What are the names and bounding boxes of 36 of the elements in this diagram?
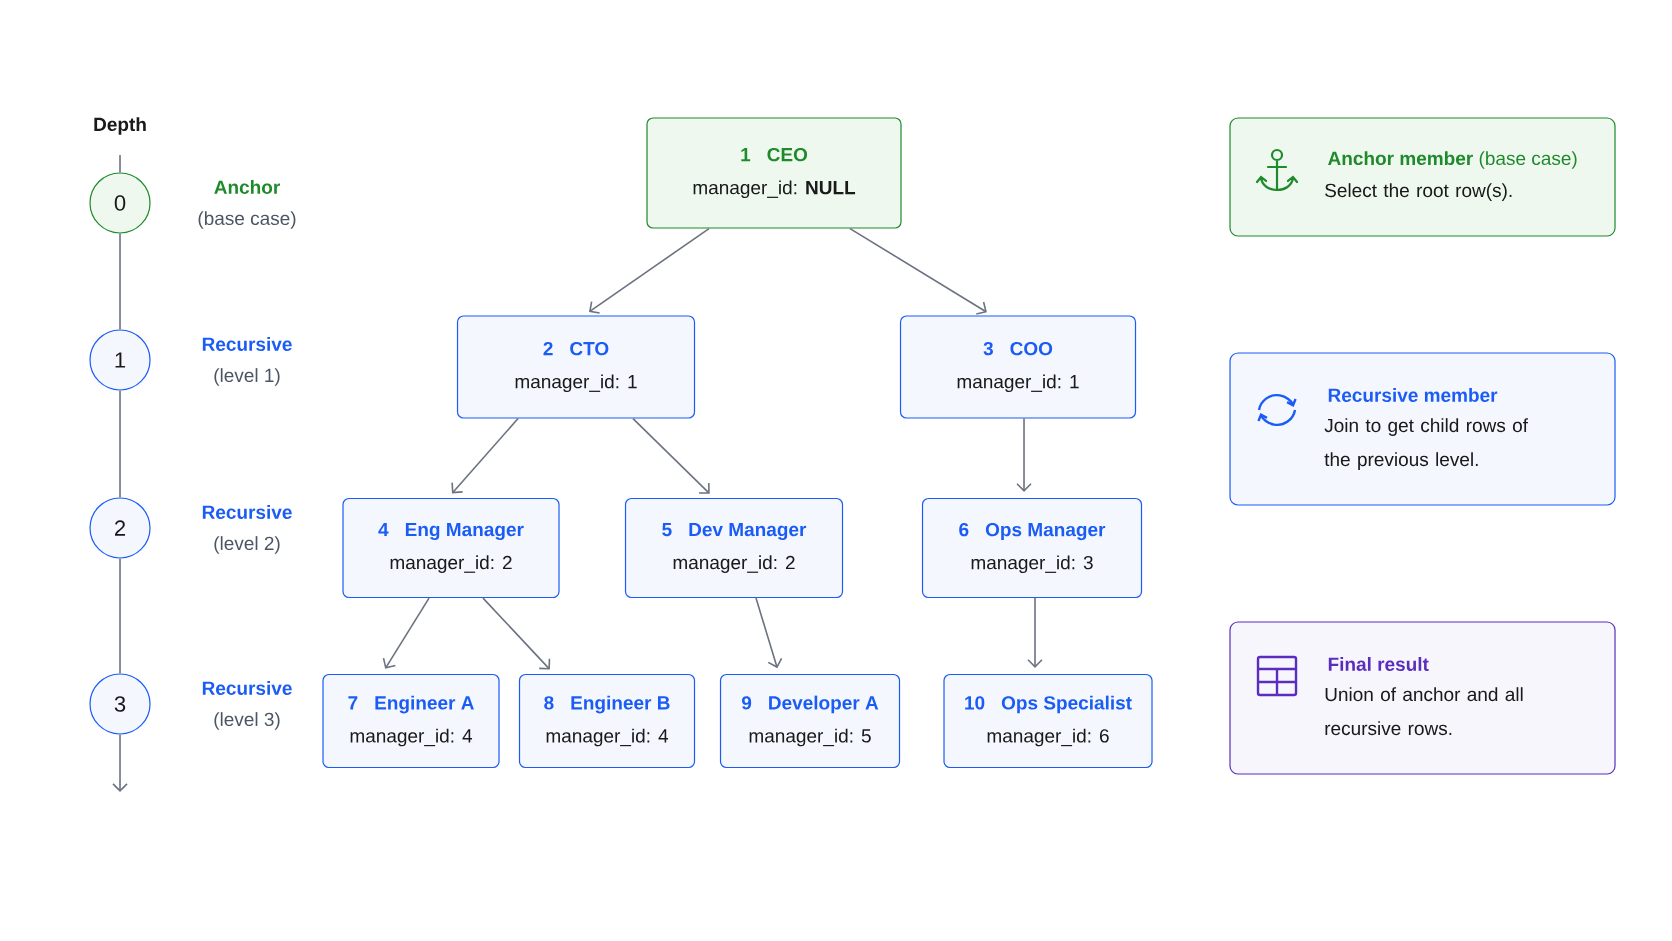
arrow [588, 227, 710, 314]
level-note: (level 3) [214, 712, 280, 730]
employee-box: 9 Developer A manager_id: 5 [719, 673, 901, 769]
level-note: (level 1) [214, 368, 280, 386]
employee-box: 8 Engineer B manager_id: 4 [518, 673, 696, 769]
level-name: Recursive [202, 505, 292, 519]
arrow [755, 597, 783, 669]
employee-box: 4 Eng Manager manager_id: 2 [342, 497, 560, 599]
timeline-line [119, 389, 121, 499]
arrow [849, 227, 987, 315]
legend-card: Final result Union of anchor and all recursive rows. [1229, 621, 1616, 775]
timeline-line [119, 557, 121, 675]
arrow [482, 597, 551, 670]
employee-box: 7 Engineer A manager_id: 4 [322, 673, 500, 769]
arrow [632, 417, 710, 494]
level-name: Recursive [202, 681, 292, 695]
timeline-line [119, 232, 121, 331]
employee-box: 5 Dev Manager manager_id: 2 [624, 497, 844, 599]
level-note: (level 2) [214, 536, 280, 554]
arrow [1016, 417, 1032, 492]
employee-box: 10 Ops Specialist manager_id: 6 [943, 673, 1153, 769]
timeline-line [119, 154, 121, 174]
employee-box: 6 Ops Manager manager_id: 3 [921, 497, 1143, 599]
arrow [112, 733, 128, 792]
axis-title: Depth [94, 117, 146, 135]
arrow [382, 597, 430, 669]
employee-box: 2 CTO manager_id: 1 [456, 315, 696, 419]
employee-box: 1 CEO manager_id: NULL [646, 117, 902, 229]
legend-card: Anchor member (base case) Select the root row(s). [1229, 117, 1616, 237]
legend-card: Recursive member Join to get child rows of the previous level. [1229, 352, 1616, 506]
arrow [451, 417, 519, 494]
level-name: Recursive [202, 337, 292, 351]
arrow [1027, 597, 1043, 668]
level-name: Anchor [214, 180, 280, 194]
level-note: (base case) [198, 211, 296, 229]
employee-box: 3 COO manager_id: 1 [899, 315, 1137, 419]
